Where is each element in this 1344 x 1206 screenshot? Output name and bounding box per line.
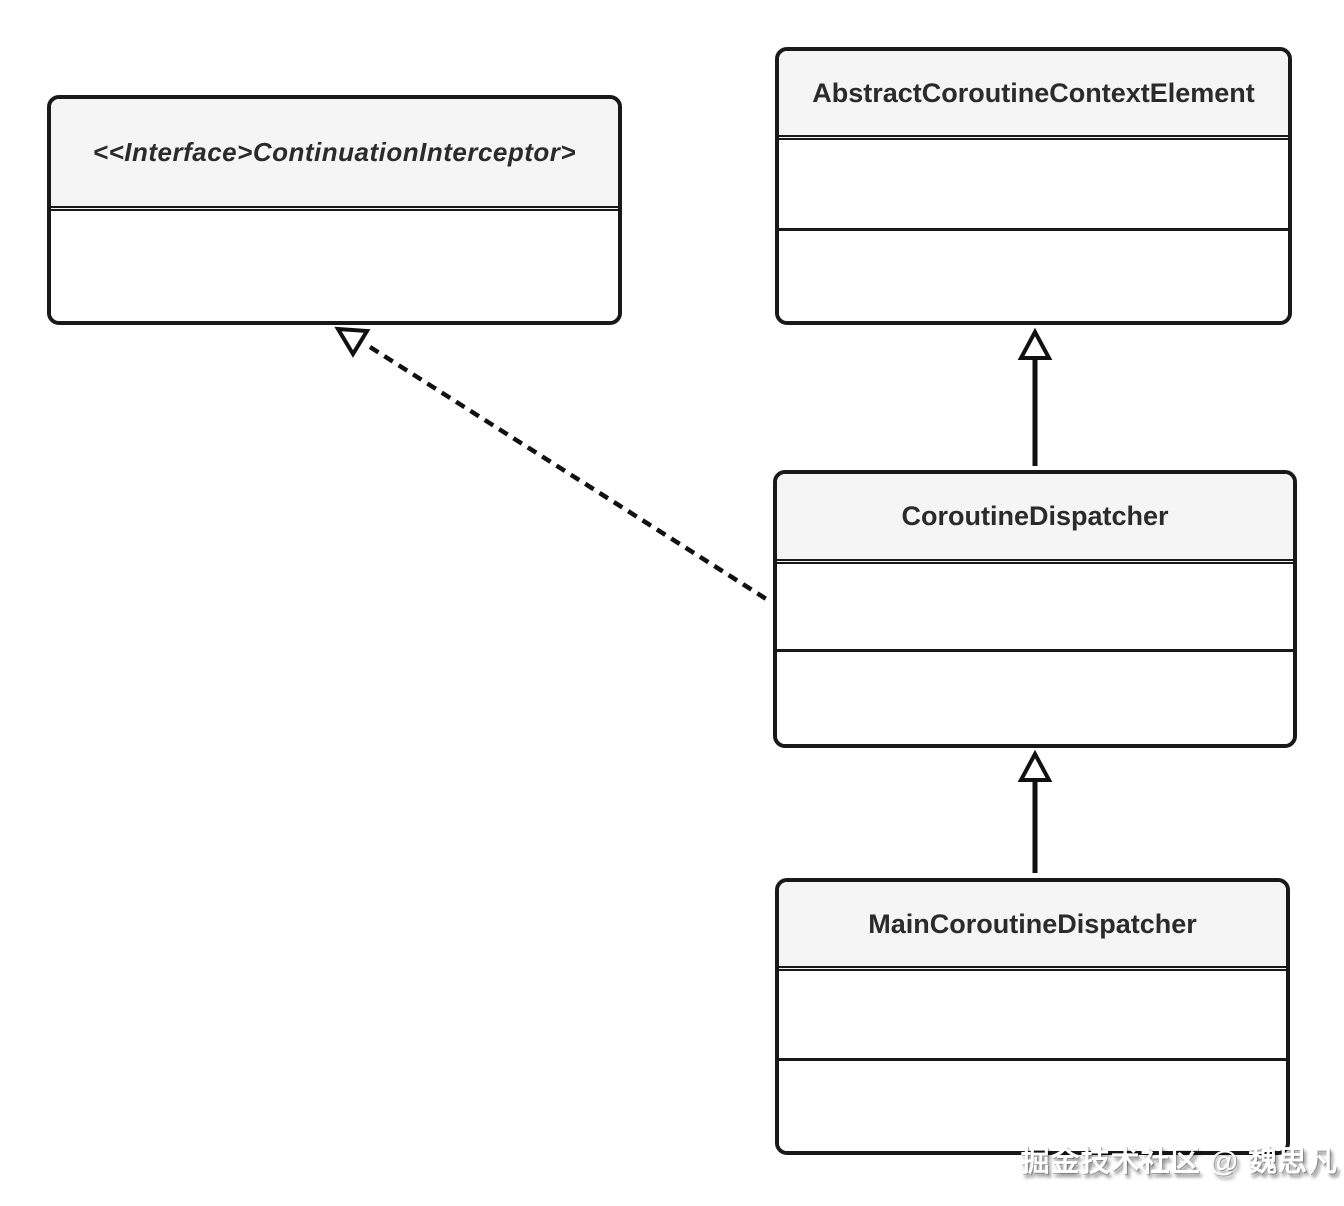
class-header: <<Interface>ContinuationInterceptor> <box>51 99 618 211</box>
class-attributes-section <box>779 140 1288 231</box>
class-members-section <box>51 211 618 321</box>
class-methods-section <box>779 231 1288 321</box>
inheritance-arrow-dispatcher-to-abstract <box>1017 327 1053 466</box>
class-title: <<Interface>ContinuationInterceptor> <box>92 137 577 167</box>
class-attributes-section <box>779 971 1286 1061</box>
class-header: CoroutineDispatcher <box>777 474 1293 564</box>
watermark-text: 掘金技术社区 @ 魏思凡 <box>1020 1146 1338 1178</box>
class-title: MainCoroutineDispatcher <box>868 908 1197 939</box>
class-header: MainCoroutineDispatcher <box>779 882 1286 971</box>
realization-arrow-dispatcher-to-interface <box>334 326 773 604</box>
class-box-main-coroutine-dispatcher: MainCoroutineDispatcher <box>775 878 1290 1155</box>
class-box-continuation-interceptor: <<Interface>ContinuationInterceptor> <box>47 95 622 325</box>
class-title: AbstractCoroutineContextElement <box>812 77 1255 108</box>
class-header: AbstractCoroutineContextElement <box>779 51 1288 140</box>
class-box-abstract-coroutine-context-element: AbstractCoroutineContextElement <box>775 47 1292 325</box>
class-methods-section <box>779 1061 1286 1151</box>
class-attributes-section <box>777 564 1293 652</box>
inheritance-arrow-main-to-dispatcher <box>1017 749 1053 873</box>
class-title: CoroutineDispatcher <box>901 501 1169 531</box>
class-methods-section <box>777 652 1293 744</box>
class-box-coroutine-dispatcher: CoroutineDispatcher <box>773 470 1297 748</box>
